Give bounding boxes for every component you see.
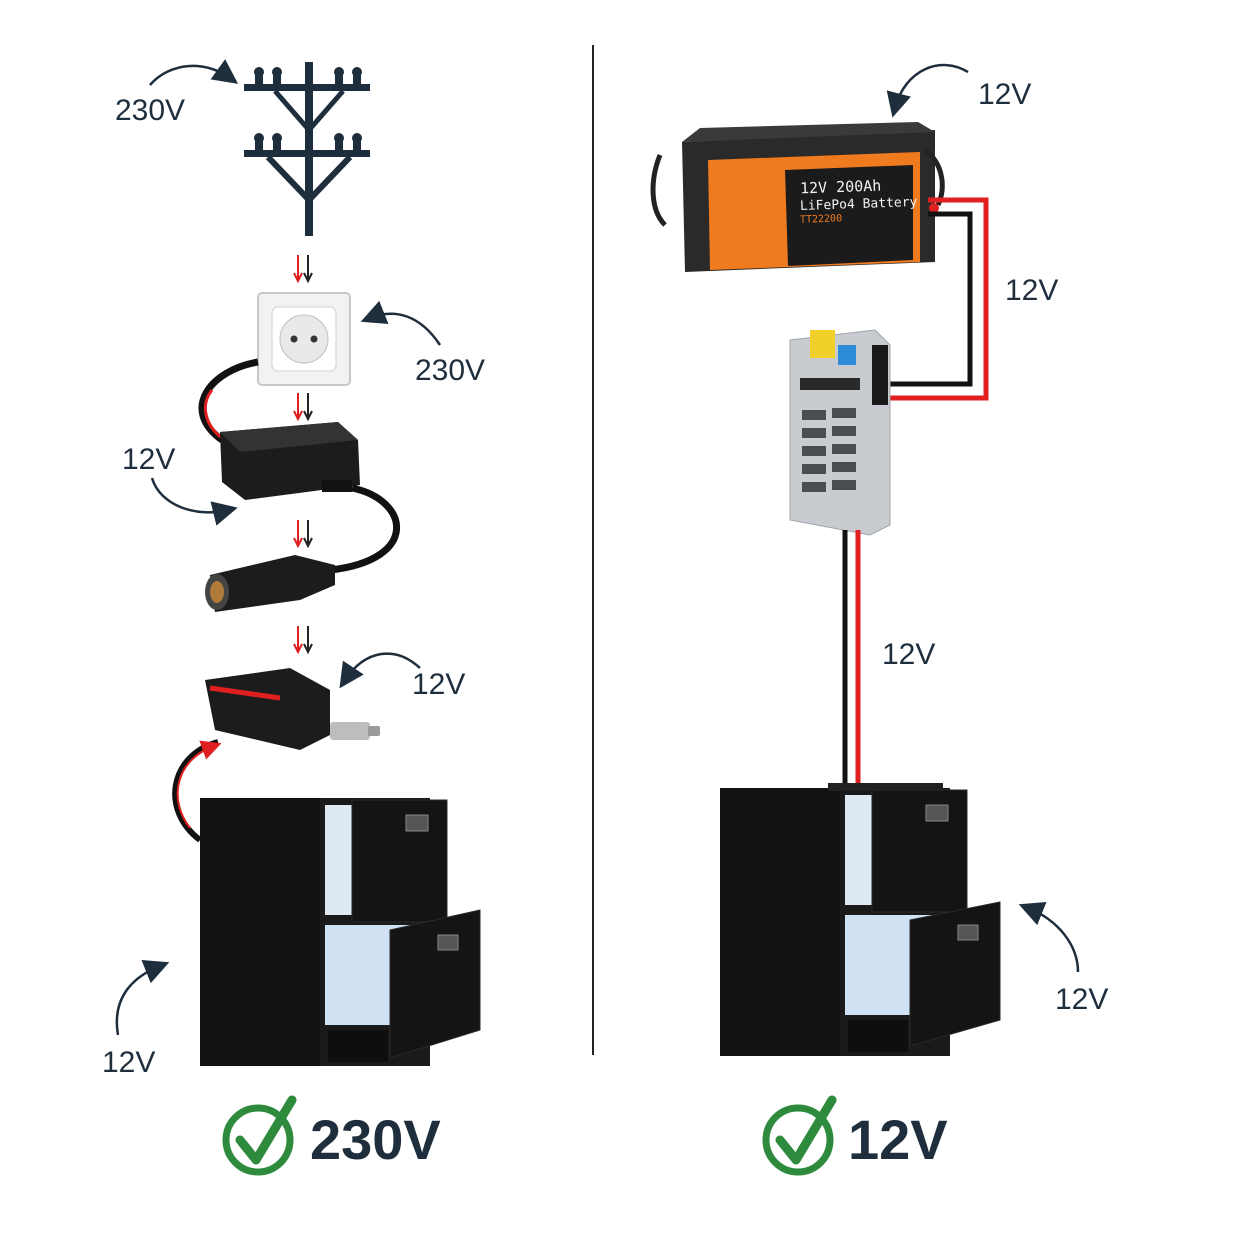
- arrow-socket: [360, 300, 442, 346]
- label-fridge-left-voltage: 12V: [102, 1046, 156, 1079]
- arrow-fridge-right: [1018, 901, 1080, 973]
- car-socket-icon: [205, 555, 335, 612]
- label-fridge-right-voltage: 12V: [1055, 983, 1109, 1016]
- label-fuse-cable-voltage: 12V: [882, 638, 936, 671]
- arrow-adapter: [150, 477, 238, 526]
- arrow-plug: [339, 652, 421, 689]
- power-adapter-icon: [220, 422, 360, 500]
- flow-arrows-left: [293, 255, 313, 655]
- car-plug-icon: [205, 668, 380, 750]
- label-plug-voltage: 12V: [412, 668, 466, 701]
- footer-left-title: 230V: [310, 1108, 441, 1171]
- label-pole-voltage: 230V: [115, 94, 186, 127]
- arrow-battery: [886, 63, 969, 118]
- arrow-fridge-left: [115, 959, 170, 1036]
- wire-red-battery: [888, 197, 989, 401]
- wall-socket-icon: [257, 292, 351, 386]
- footer-right-title: 12V: [848, 1108, 948, 1171]
- check-icon-right: [762, 1095, 837, 1176]
- power-pole-icon: [244, 62, 370, 236]
- arrow-pole: [149, 59, 239, 86]
- fridge-right-icon: [720, 783, 1001, 1056]
- battery-model: TT22200: [799, 213, 843, 226]
- battery-icon: [650, 122, 945, 272]
- check-icon-left: [222, 1095, 297, 1176]
- label-socket-voltage: 230V: [415, 354, 486, 387]
- battery-label-line1: 12V 200Ah: [799, 176, 882, 198]
- socket-cable: [198, 358, 259, 443]
- fridge-left-icon: [200, 798, 481, 1066]
- wire-black-battery: [888, 211, 973, 387]
- fuse-box-icon: [789, 329, 891, 536]
- adapter-cable: [329, 484, 401, 574]
- label-adapter-voltage: 12V: [122, 443, 176, 476]
- label-battery-cable-voltage: 12V: [1005, 274, 1059, 307]
- label-battery-voltage: 12V: [978, 78, 1032, 111]
